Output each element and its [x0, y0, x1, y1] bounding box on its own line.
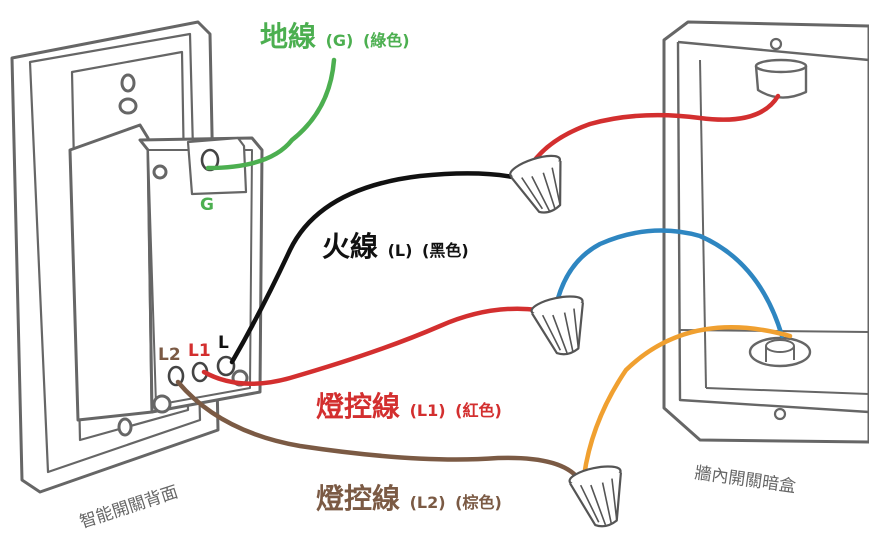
ground-wire-label: 地線 (G) (綠色) [260, 20, 410, 53]
terminal-label-l1: L1 [188, 341, 211, 361]
wire-blue [553, 228, 785, 339]
live-wire-color: (黑色) [422, 241, 469, 260]
caption-switch-back: 智能開關背面 [77, 482, 180, 533]
wire-nut-bottom [568, 465, 622, 528]
wire-ground [205, 57, 337, 171]
wire-orange [581, 325, 793, 479]
terminal-label-g: G [200, 195, 214, 215]
live-wire-label: 火線 (L) (黑色) [322, 230, 469, 263]
live-wire-code: (L) [388, 241, 413, 260]
switch-back-plate [10, 20, 264, 494]
ground-wire-main: 地線 [260, 20, 316, 53]
wire-nut-top [509, 154, 562, 214]
wall-box [662, 20, 869, 444]
load1-wire-label: 燈控線 (L1) (紅色) [316, 390, 502, 423]
wire-load1 [201, 306, 541, 387]
load1-wire-color: (紅色) [455, 401, 502, 420]
load1-wire-main: 燈控線 [316, 390, 400, 423]
wire-load2 [175, 379, 581, 481]
live-wire-main: 火線 [322, 230, 378, 263]
terminal-label-l2: L2 [158, 345, 181, 365]
load2-wire-color: (棕色) [455, 493, 502, 512]
ground-wire-color: (綠色) [363, 31, 410, 50]
load2-wire-code: (L2) [410, 493, 446, 512]
wire-live [229, 171, 521, 365]
load1-wire-code: (L1) [410, 401, 446, 420]
caption-wall-box: 牆內開關暗盒 [693, 463, 797, 497]
load2-wire-label: 燈控線 (L2) (棕色) [316, 482, 502, 515]
ground-wire-code: (G) [326, 31, 354, 50]
terminal-label-l: L [218, 333, 229, 353]
load2-wire-main: 燈控線 [316, 482, 400, 515]
wires [175, 57, 793, 481]
wire-nut-middle [530, 295, 584, 356]
wire-red-box [525, 93, 781, 173]
